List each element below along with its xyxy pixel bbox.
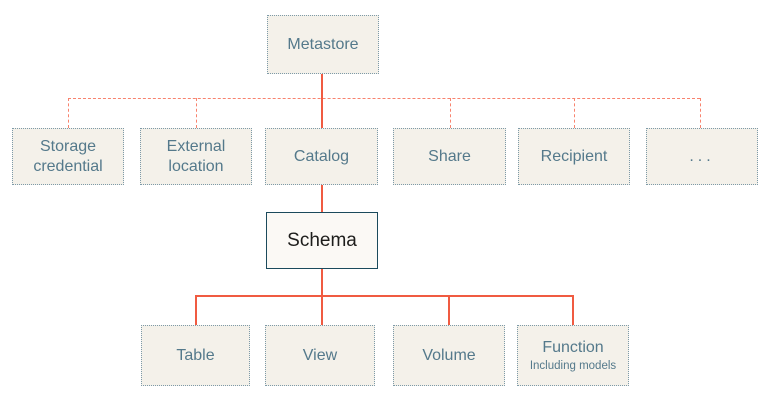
node-table-label: Table [176, 346, 215, 364]
connector-dashed-share [450, 98, 451, 128]
node-catalog: Catalog [265, 128, 378, 185]
node-metastore: Metastore [267, 15, 379, 74]
connector-bus-volume [448, 296, 450, 325]
connector-bus-table [195, 296, 197, 325]
node-share: Share [393, 128, 506, 185]
connector-dashed-more [700, 98, 701, 128]
node-storage-credential: Storage credential [12, 128, 124, 185]
node-recipient-label: Recipient [540, 147, 608, 165]
connector-dashed-storage-credential [68, 98, 69, 128]
node-table: Table [141, 325, 250, 386]
connector-bus-function [572, 296, 574, 325]
node-function: Function Including models [517, 325, 629, 386]
node-volume-label: Volume [422, 346, 476, 364]
node-volume: Volume [393, 325, 505, 386]
node-function-label: Function [542, 339, 604, 357]
node-schema-label: Schema [287, 229, 357, 251]
node-schema: Schema [266, 212, 378, 269]
connector-dashed-external-location [196, 98, 197, 128]
node-share-label: Share [428, 147, 471, 165]
node-more: ... [646, 128, 758, 185]
node-recipient: Recipient [518, 128, 630, 185]
connector-metastore-catalog [321, 74, 323, 128]
node-catalog-label: Catalog [293, 147, 350, 165]
node-more-label: ... [689, 147, 715, 165]
connector-schema-view [321, 269, 323, 325]
connector-catalog-schema [321, 185, 323, 212]
node-metastore-label: Metastore [287, 35, 359, 53]
node-view-label: View [302, 346, 338, 364]
node-view: View [265, 325, 375, 386]
connector-solid-bus-bottom [195, 295, 574, 297]
node-external-location: External location [140, 128, 252, 185]
connector-dashed-bus-top [68, 98, 700, 99]
node-external-location-label: External location [166, 137, 226, 175]
connector-dashed-recipient [574, 98, 575, 128]
node-storage-credential-label: Storage credential [33, 137, 103, 175]
node-function-sublabel: Including models [529, 359, 617, 372]
